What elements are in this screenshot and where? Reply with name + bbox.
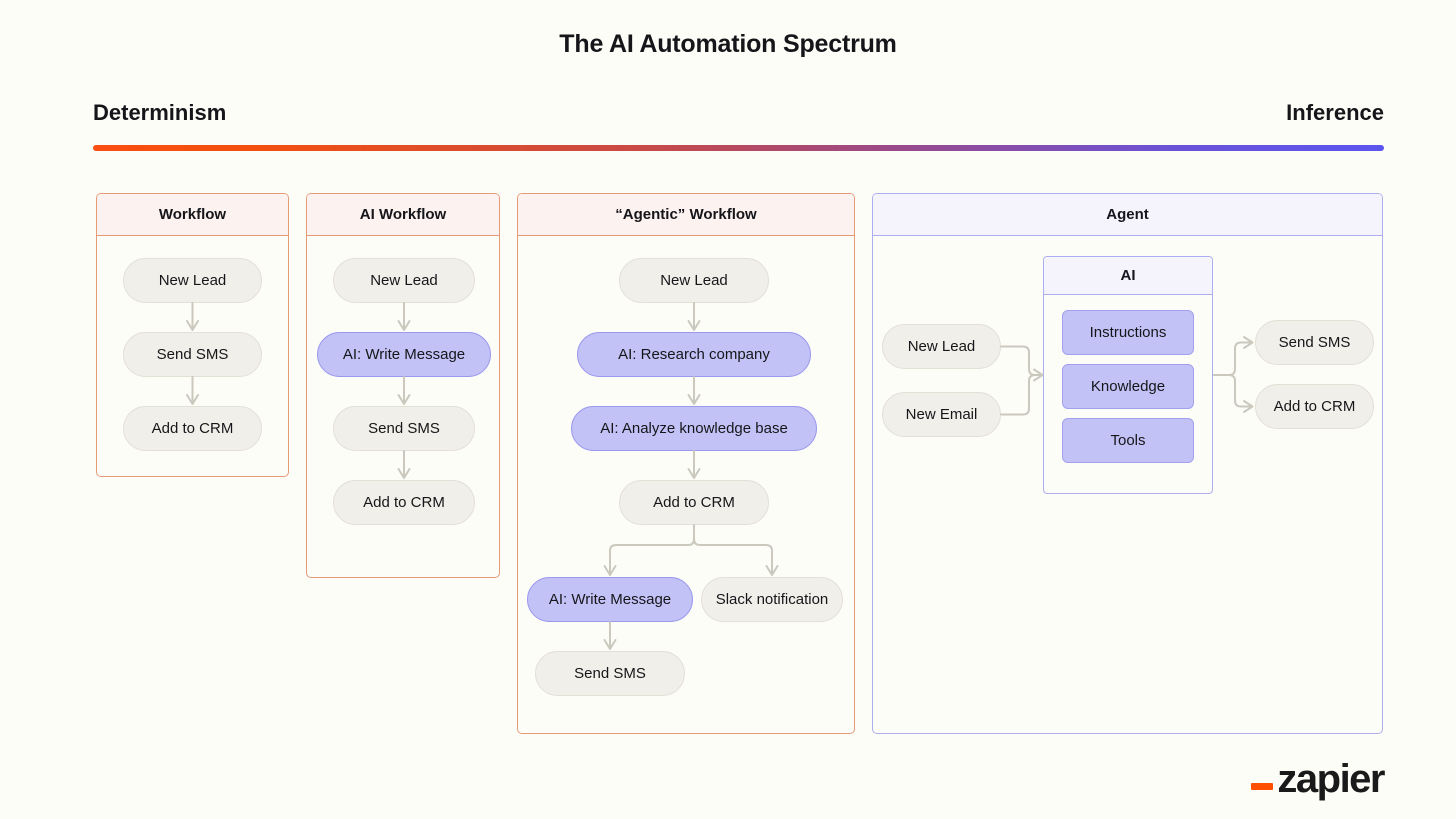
connector-group-ai-workflow [397, 302, 411, 479]
node-add-to-crm[interactable]: Add to CRM [123, 406, 262, 451]
node-add-to-crm[interactable]: Add to CRM [333, 480, 475, 525]
panel-agentic-header: “Agentic” Workflow [518, 194, 854, 236]
zapier-wordmark: zapier [1277, 757, 1385, 801]
connector-group-workflow [186, 302, 199, 405]
ai-subpanel-header: AI [1044, 257, 1212, 295]
panel-agent-header: Agent [873, 194, 1382, 236]
connector-group-agentic [603, 302, 779, 650]
panel-ai-workflow-header: AI Workflow [307, 194, 499, 236]
node-output-send-sms[interactable]: Send SMS [1255, 320, 1374, 365]
connector-group-agent [1000, 336, 1254, 416]
panel-agentic-workflow: “Agentic” Workflow New Lead AI: Research… [517, 193, 855, 734]
panel-ai-workflow-body: New Lead AI: Write Message Send SMS Add … [307, 236, 499, 577]
node-ai-analyze-knowledge-base[interactable]: AI: Analyze knowledge base [571, 406, 817, 451]
page-title: The AI Automation Spectrum [559, 30, 897, 58]
ai-subpanel: AI Instructions Knowledge Tools [1043, 256, 1213, 494]
spectrum-gradient-bar [93, 145, 1384, 151]
panel-workflow-header: Workflow [97, 194, 288, 236]
node-slack-notification[interactable]: Slack notification [701, 577, 843, 622]
node-new-lead[interactable]: New Lead [123, 258, 262, 303]
panel-agent: Agent New Lead New Email AI Instructions… [872, 193, 1383, 734]
node-send-sms[interactable]: Send SMS [535, 651, 685, 696]
node-ai-write-message[interactable]: AI: Write Message [527, 577, 693, 622]
ai-box-instructions[interactable]: Instructions [1062, 310, 1194, 355]
node-send-sms[interactable]: Send SMS [333, 406, 475, 451]
node-input-new-email[interactable]: New Email [882, 392, 1001, 437]
spectrum-left-label: Determinism [93, 100, 227, 125]
node-ai-write-message[interactable]: AI: Write Message [317, 332, 491, 377]
node-output-add-to-crm[interactable]: Add to CRM [1255, 384, 1374, 429]
zapier-logo: zapier [1251, 757, 1385, 801]
panel-workflow: Workflow New Lead Send SMS Add to CRM [96, 193, 289, 477]
node-new-lead[interactable]: New Lead [619, 258, 769, 303]
ai-box-tools[interactable]: Tools [1062, 418, 1194, 463]
ai-box-knowledge[interactable]: Knowledge [1062, 364, 1194, 409]
panel-agentic-body: New Lead AI: Research company AI: Analyz… [518, 236, 854, 733]
panel-ai-workflow: AI Workflow New Lead AI: Write Message S… [306, 193, 500, 578]
zapier-underscore-icon [1251, 783, 1274, 790]
panel-workflow-body: New Lead Send SMS Add to CRM [97, 236, 288, 476]
node-add-to-crm[interactable]: Add to CRM [619, 480, 769, 525]
node-ai-research-company[interactable]: AI: Research company [577, 332, 811, 377]
panel-agent-body: New Lead New Email AI Instructions Knowl… [873, 236, 1382, 733]
spectrum-right-label: Inference [1286, 100, 1384, 125]
